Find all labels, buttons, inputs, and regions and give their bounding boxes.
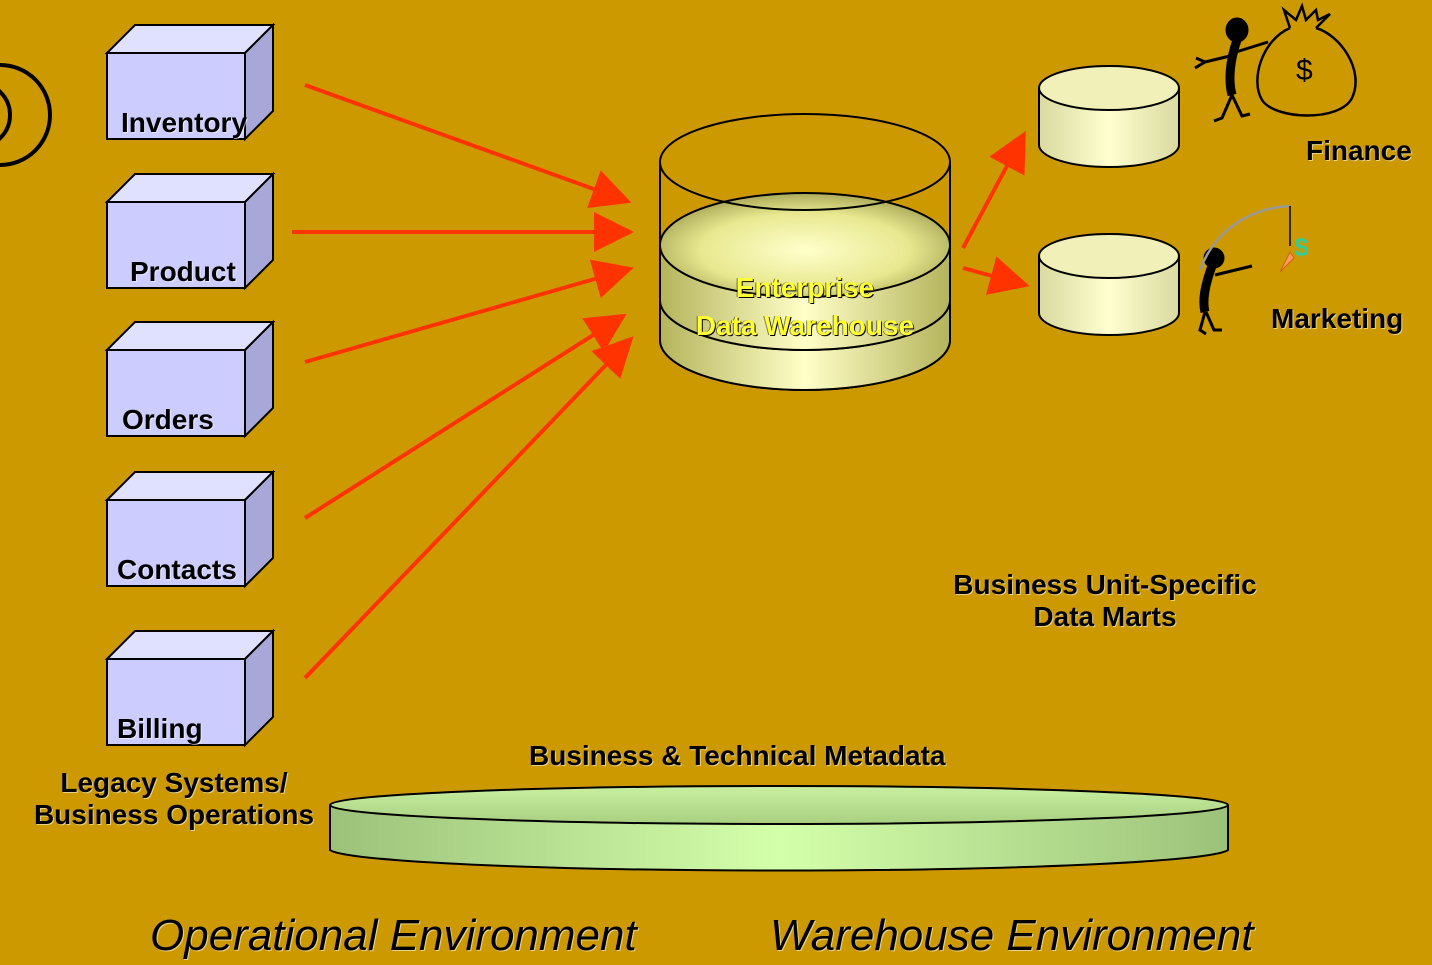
stick-figure-icon: [1194, 17, 1269, 123]
partial-circle-icon: [0, 63, 52, 167]
source-box-inventory: [104, 22, 276, 142]
partial-circle-ring-icon: [0, 89, 12, 141]
arrow-contacts-to-warehouse: [303, 313, 627, 520]
finance-label: Finance: [1306, 135, 1412, 166]
metadata-disk: [329, 785, 1229, 872]
data-marts-caption: Business Unit-Specific Data Marts: [905, 569, 1305, 633]
marketing-data-mart-cylinder: [1038, 233, 1180, 336]
warehouse-label: Enterprise Data Warehouse: [660, 269, 950, 345]
source-box-product: [104, 171, 276, 291]
source-label-billing: Billing: [117, 713, 203, 744]
legacy-caption-line2: Business Operations: [33, 799, 315, 831]
finance-data-mart-cylinder: [1038, 65, 1180, 168]
fishing-figure-icon: [1198, 204, 1291, 336]
source-label-contacts: Contacts: [117, 554, 237, 585]
data-marts-caption-line2: Data Marts: [1033, 601, 1177, 633]
warehouse-label-line2: Data Warehouse: [695, 309, 915, 341]
svg-text:$: $: [1294, 232, 1309, 262]
svg-text:$: $: [1296, 54, 1313, 87]
source-label-inventory: Inventory: [121, 107, 248, 138]
metadata-label: Business & Technical Metadata: [529, 740, 946, 771]
source-box-billing: [104, 628, 276, 748]
arrow-inventory-to-warehouse: [304, 83, 632, 208]
arrow-billing-to-warehouse: [303, 336, 634, 680]
source-box-contacts: [104, 469, 276, 589]
arrow-orders-to-warehouse: [304, 259, 634, 364]
warehouse-environment-label: Warehouse Environment: [770, 911, 1254, 960]
source-label-product: Product: [130, 256, 236, 287]
operational-environment-label: Operational Environment: [150, 911, 637, 960]
legacy-caption-line1: Legacy Systems/: [60, 767, 288, 798]
arrow-warehouse-to-marketing: [962, 256, 1030, 295]
marketing-label: Marketing: [1271, 303, 1404, 334]
enterprise-warehouse-cylinder: [659, 113, 951, 391]
money-bait-icon: $: [1279, 232, 1309, 273]
source-label-orders: Orders: [122, 404, 214, 435]
source-box-orders: [104, 319, 276, 439]
dollar-bag-icon: $: [1256, 2, 1357, 117]
legacy-systems-caption: Legacy Systems/ Business Operations: [14, 767, 334, 831]
arrow-warehouse-to-finance: [961, 130, 1026, 249]
warehouse-label-line1: Enterprise: [735, 272, 875, 303]
data-marts-caption-line1: Business Unit-Specific: [953, 569, 1257, 600]
